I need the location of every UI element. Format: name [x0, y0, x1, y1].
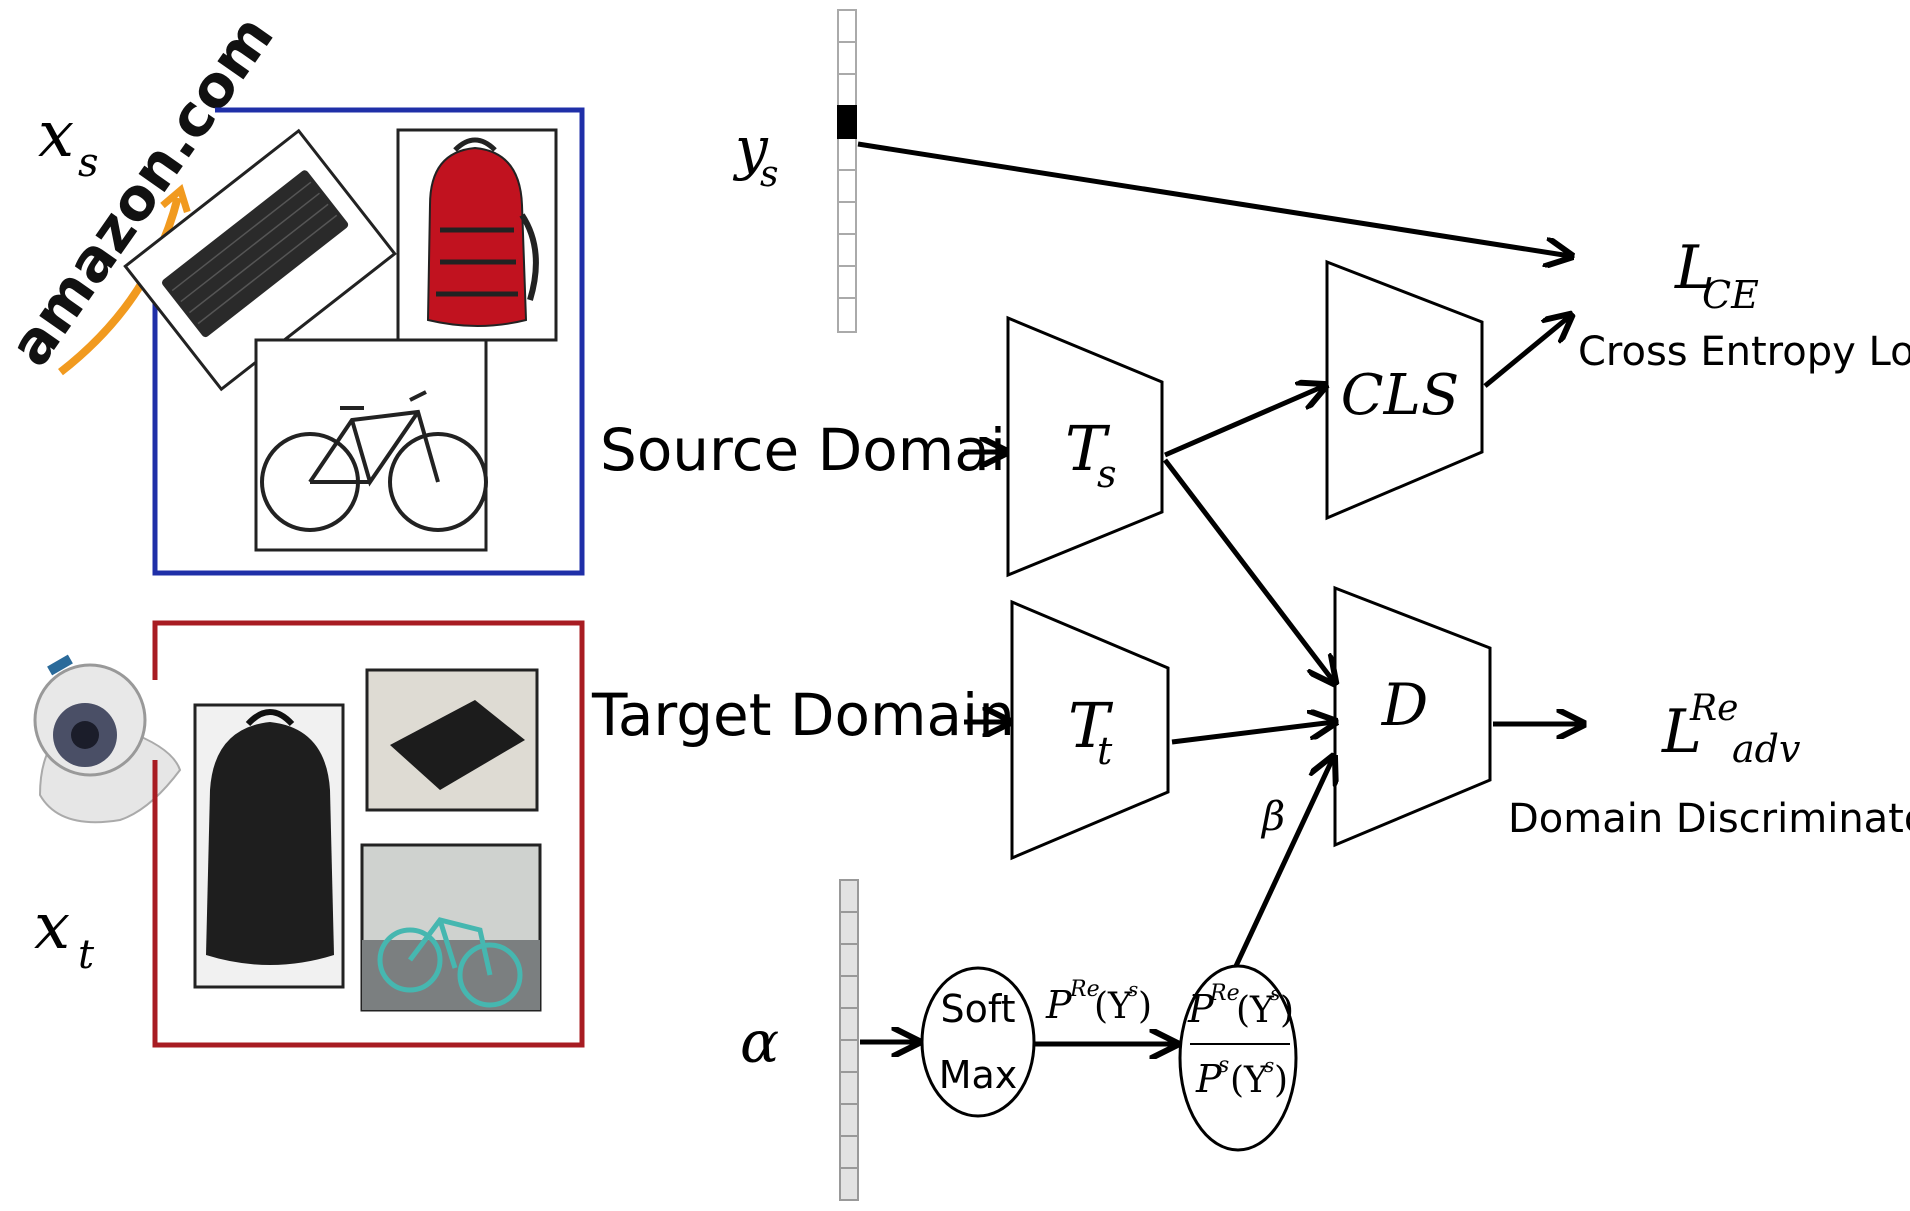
ys-onehot-vector — [837, 9, 857, 333]
ys-label: y s — [732, 114, 778, 195]
svg-text:s: s — [1128, 977, 1138, 1001]
d-label: D — [1381, 671, 1429, 739]
webcam-icon — [33, 654, 182, 824]
source-bicycle-photo — [254, 338, 488, 552]
amazon-smile-icon — [58, 196, 182, 376]
dark-keyboard-icon — [390, 700, 525, 790]
ratio-to-d-arrow — [1233, 758, 1333, 968]
target-x-symbol: x — [34, 890, 70, 964]
teal-bicycle-icon — [377, 917, 523, 1008]
ratio-node: P Re (Y s ) P s (Y s ) — [1178, 964, 1298, 1152]
svg-text:Re: Re — [1689, 688, 1738, 729]
svg-text:L: L — [1674, 233, 1715, 303]
ratio-denominator: P s (Y s ) — [1195, 1053, 1288, 1101]
alpha-label: α — [740, 1008, 779, 1076]
svg-text:P: P — [1045, 983, 1073, 1027]
amazon-arrow-icon — [160, 184, 191, 213]
softmax-node: Soft Max — [920, 966, 1036, 1118]
cls-label: CLS — [1341, 363, 1459, 428]
ys-subscript: s — [760, 154, 778, 195]
ys-symbol: y — [732, 114, 769, 182]
beta-label: β — [1260, 794, 1285, 840]
svg-text:s: s — [1218, 1053, 1229, 1078]
discriminator-block: D — [1333, 585, 1492, 848]
dark-backpack-icon — [206, 722, 334, 965]
svg-text:L: L — [1661, 697, 1702, 767]
svg-text:P: P — [1187, 987, 1215, 1031]
adv-loss-symbol: L Re adv — [1661, 688, 1801, 771]
tt-subscript: t — [1097, 729, 1113, 773]
target-images-frame — [152, 620, 585, 1048]
svg-text:): ) — [1274, 1060, 1288, 1101]
onehot-active-cell — [837, 105, 857, 139]
classifier-block: CLS — [1325, 259, 1484, 521]
target-bicycle-photo — [360, 843, 542, 1012]
svg-text:(Y: (Y — [1094, 986, 1133, 1027]
ce-loss-symbol: L CE — [1674, 233, 1759, 317]
target-input-label: x t — [34, 890, 95, 978]
ts-to-d-arrow — [1163, 458, 1334, 682]
alpha-vector — [839, 879, 859, 1201]
ratio-numerator: P Re (Y s ) — [1187, 981, 1294, 1031]
ys-to-ce-arrow — [857, 141, 1570, 256]
source-x-symbol: x — [38, 98, 74, 172]
svg-text:): ) — [1138, 986, 1152, 1027]
softmax-line2: Max — [939, 1053, 1018, 1097]
source-backpack-photo — [396, 128, 558, 342]
svg-text:s: s — [1270, 981, 1280, 1005]
target-domain-label: Target Domain — [591, 681, 1015, 749]
target-keyboard-photo — [365, 668, 539, 812]
adv-loss-name: Domain Discriminator Loss — [1508, 796, 1910, 842]
svg-text:P: P — [1195, 1057, 1223, 1101]
svg-text:): ) — [1280, 990, 1294, 1031]
backpack-icon — [426, 146, 528, 327]
svg-text:s: s — [1264, 1053, 1274, 1077]
pre-distribution-label: P Re (Y s ) — [1045, 977, 1152, 1027]
svg-text:Re: Re — [1209, 981, 1240, 1006]
ce-loss-name: Cross Entropy Loss — [1578, 329, 1910, 375]
svg-text:(Y: (Y — [1230, 1060, 1269, 1101]
ts-to-cls-arrow — [1164, 386, 1324, 458]
svg-text:(Y: (Y — [1236, 990, 1275, 1031]
keyboard-icon — [162, 170, 349, 338]
svg-text:Re: Re — [1069, 977, 1100, 1002]
ts-subscript: s — [1097, 452, 1117, 496]
cls-to-ce-arrow — [1483, 316, 1570, 388]
bicycle-icon — [260, 390, 488, 532]
ts-symbol: T — [1065, 412, 1111, 485]
target-feature-extractor: T t — [1010, 599, 1170, 861]
svg-text:CE: CE — [1702, 273, 1759, 317]
target-x-subscript: t — [78, 932, 95, 978]
source-x-subscript: s — [78, 140, 99, 186]
softmax-line1: Soft — [941, 987, 1016, 1031]
target-backpack-photo — [193, 703, 345, 989]
source-keyboard-photo — [123, 128, 397, 392]
tt-symbol: T — [1068, 689, 1114, 762]
source-feature-extractor: T s — [1006, 315, 1164, 578]
tt-to-d-arrow — [1171, 722, 1334, 745]
source-images-frame — [152, 107, 585, 576]
source-input-label: x s — [38, 98, 99, 186]
svg-text:adv: adv — [1732, 727, 1801, 771]
